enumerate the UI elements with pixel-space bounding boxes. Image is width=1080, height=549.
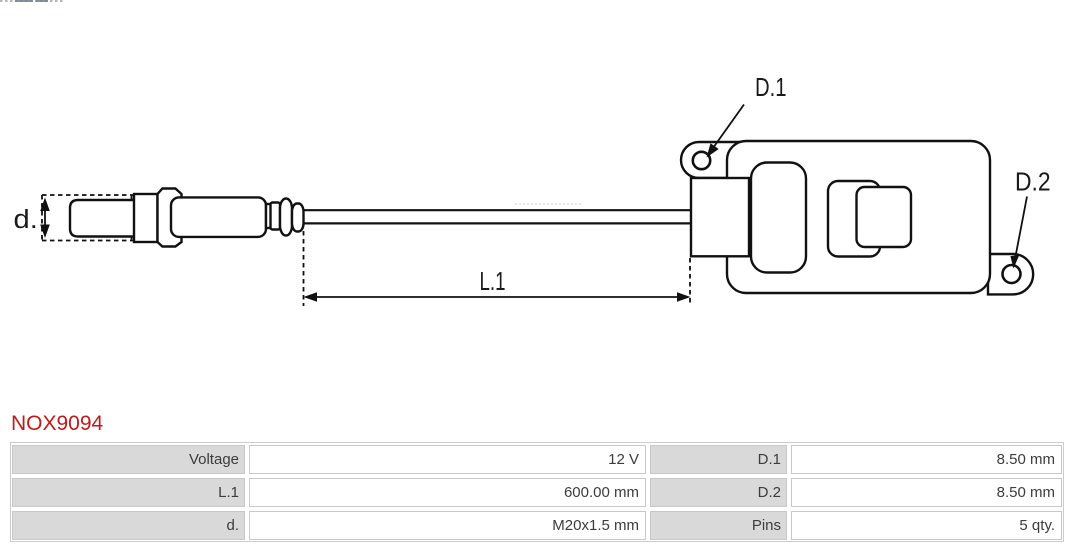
svg-text:d.: d.	[14, 204, 38, 233]
svg-text:L.1: L.1	[480, 266, 506, 296]
svg-text:D.2: D.2	[1015, 168, 1051, 197]
svg-text:D.1: D.1	[755, 72, 787, 101]
